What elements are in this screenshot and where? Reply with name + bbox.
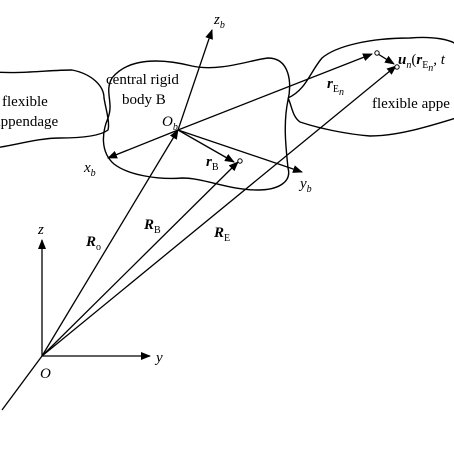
yb-axis-label: yb <box>298 176 312 195</box>
body-yb-axis <box>177 129 303 173</box>
vector-rB <box>177 129 235 163</box>
body-xb-axis <box>107 129 179 159</box>
vector-un <box>377 53 395 65</box>
Ro-label: Ro <box>85 234 101 253</box>
left-flexible-appendage-outline <box>0 69 110 148</box>
origin-O-label: O <box>40 366 51 382</box>
inertial-x-axis <box>1 355 43 411</box>
rEn-label: rEn <box>327 76 344 98</box>
point-En-undeformed <box>374 50 380 56</box>
rB-label: rB <box>206 154 219 173</box>
zb-axis-label: zb <box>213 12 225 31</box>
vector-RB <box>41 161 239 357</box>
central-rigid-body-outline <box>102 57 291 191</box>
central-body-label-line1: central rigid <box>106 72 179 88</box>
z-axis-label: z <box>37 222 44 238</box>
RB-label: RB <box>143 217 161 236</box>
left-appendage-label-line1: flexible <box>2 94 48 110</box>
right-appendage-label: flexible appe <box>372 96 450 112</box>
left-appendage-label-line2: appendage <box>0 114 58 130</box>
y-axis-label: y <box>154 350 163 366</box>
vector-RE <box>41 65 397 357</box>
point-B <box>237 158 243 164</box>
vector-rEn <box>177 53 373 131</box>
body-origin-label: Ob <box>162 114 178 133</box>
vector-Ro <box>41 129 179 357</box>
un-label: un(rEn, t <box>398 52 446 74</box>
xb-axis-label: xb <box>83 160 96 179</box>
central-body-label-line2: body B <box>122 92 166 108</box>
RE-label: RE <box>213 225 230 244</box>
point-En-deformed <box>394 64 400 70</box>
body-zb-axis <box>177 29 213 131</box>
